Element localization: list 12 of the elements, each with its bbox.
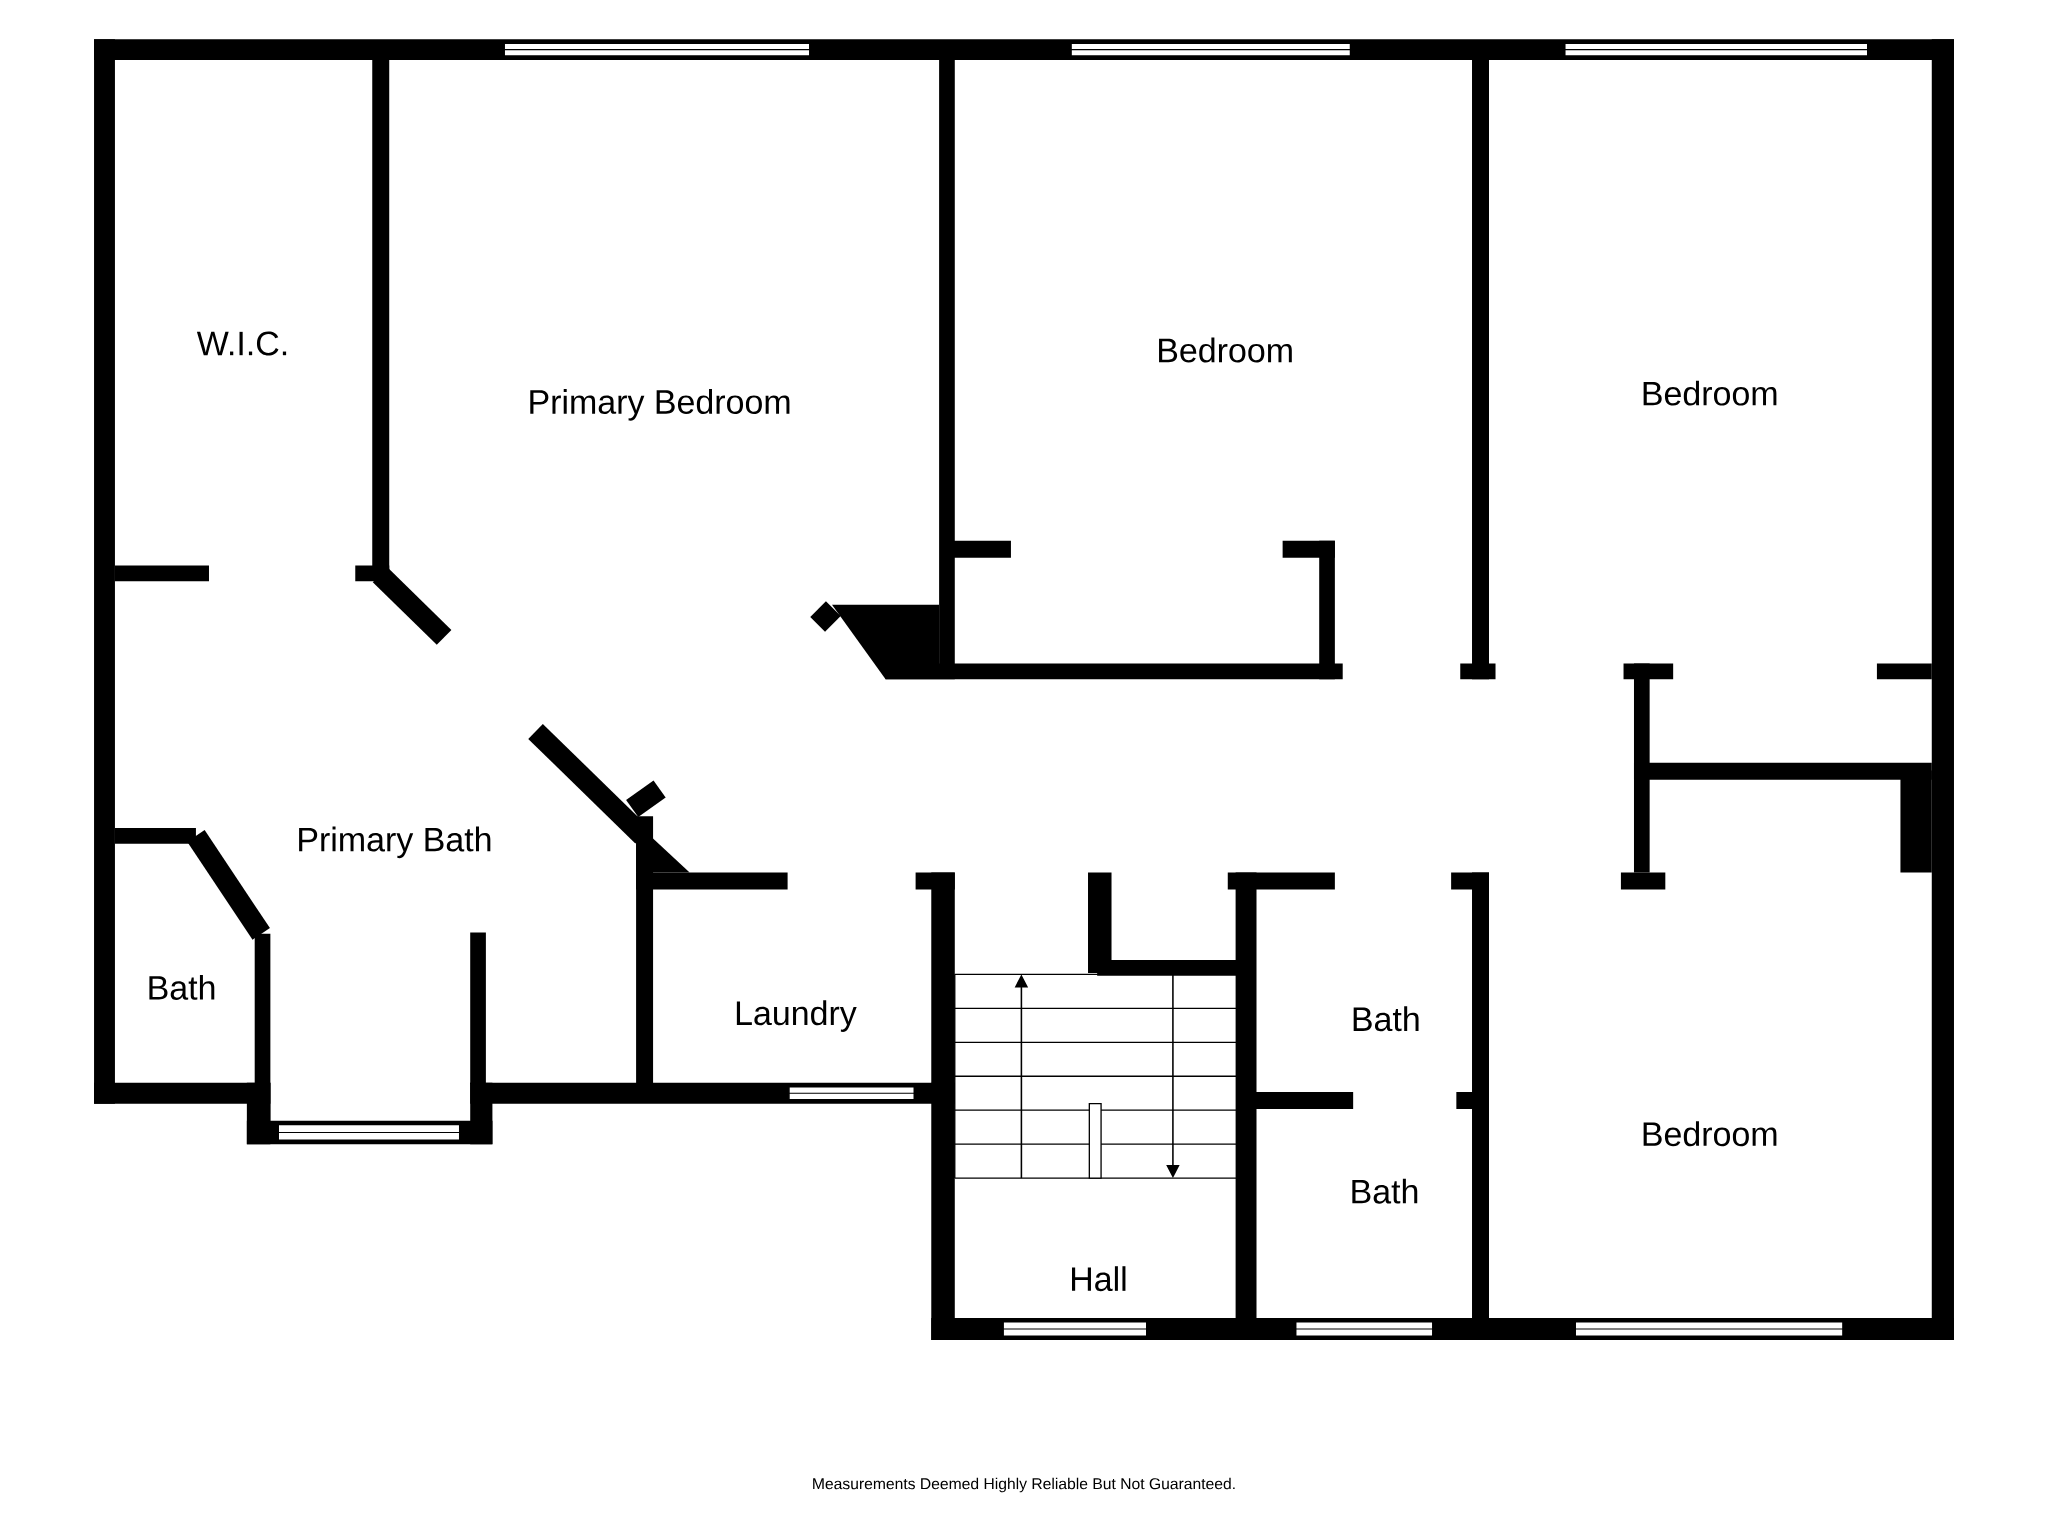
- room-label: Bedroom: [1643, 1121, 1777, 1147]
- room-label: Bath: [149, 974, 215, 1000]
- footnote: Measurements Deemed Highly Reliable But Not Guaranteed.: [813, 1477, 1235, 1493]
- room-label: Primary Bedroom: [530, 389, 790, 421]
- room-label: Laundry: [736, 1000, 857, 1032]
- room-label: Bedroom: [1643, 380, 1777, 406]
- room-label: W.I.C.: [196, 331, 287, 356]
- room-label: Primary Bath: [299, 826, 491, 859]
- room-label: Bath: [1353, 1006, 1419, 1032]
- room-label: Hall: [1072, 1266, 1126, 1292]
- room-label: Bath: [1352, 1178, 1418, 1204]
- room-label: Bedroom: [1159, 337, 1292, 363]
